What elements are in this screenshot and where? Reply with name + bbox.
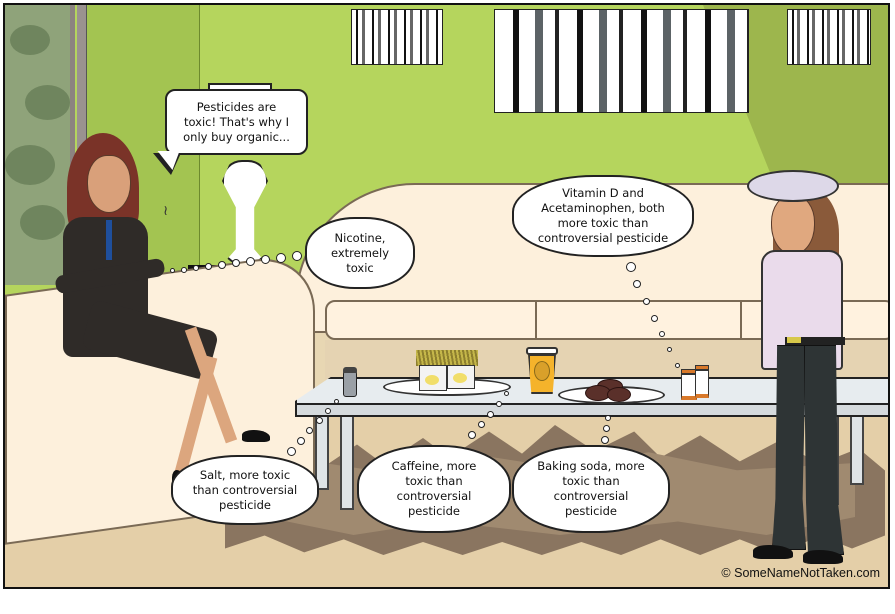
thought-dot [316,417,323,424]
thought-dot [504,391,509,396]
thought-dot [205,263,212,270]
speech-bubble-text: Pesticides are toxic! That's why I only … [183,99,290,144]
thought-dot [218,261,226,269]
pill-bottle [695,370,709,398]
wall-art-right [787,9,871,65]
thought-dot [601,436,609,444]
coffee-cup-logo [534,361,550,381]
thought-dot [626,262,636,272]
thought-dot [292,251,302,261]
lemon-logo [453,373,467,383]
thought-dot [261,255,270,264]
coffee-cup-lid [526,347,558,355]
table-leg [850,410,864,485]
thought-dot [651,315,658,322]
thought-bubble-nicotine: Nicotine, extremely toxic [305,217,415,289]
thought-bubble-salt: Salt, more toxic than controversial pest… [171,455,319,525]
thought-dot [487,411,494,418]
smoke-icon: ≀ [163,203,169,219]
cushion-divider [535,300,537,340]
thought-dot [276,253,286,263]
wall-art-center [494,9,749,113]
thought-dot [325,408,331,414]
thought-dot [659,331,665,337]
thought-dot [478,421,485,428]
thought-dot [232,259,240,267]
thought-text-caffeine: Caffeine, more toxic than controversial … [391,459,477,518]
thought-dot [603,425,610,432]
cushion-divider [740,300,742,340]
thought-dot [675,363,680,368]
thought-dot [643,298,650,305]
salt-shaker [343,371,357,397]
thought-dot [170,268,175,273]
thought-dot [468,431,476,439]
thought-dot [246,257,255,266]
thought-dot [181,267,187,273]
wall-art-left [351,9,443,65]
table-leg [340,410,354,510]
thought-text-vitamin-d: Vitamin D and Acetaminophen, both more t… [537,186,669,245]
fries [416,350,478,366]
thought-dot [287,447,296,456]
thought-dot [193,265,199,271]
comic-panel: ≀ Pesticides are toxic! That's why I onl… [3,3,890,589]
thought-text-baking-soda: Baking soda, more toxic than controversi… [537,459,645,518]
thought-dot [306,427,313,434]
thought-dot [334,399,339,404]
pill-bottle-cap [695,365,709,370]
speech-bubble: Pesticides are toxic! That's why I only … [165,89,308,155]
coffee-table-edge [295,403,888,417]
salt-shaker-cap [343,367,357,373]
thought-dot [667,347,672,352]
thought-text-nicotine: Nicotine, extremely toxic [330,230,390,275]
lemon-logo [425,375,439,385]
thought-bubble-vitamin-d: Vitamin D and Acetaminophen, both more t… [512,175,694,257]
thought-dot [496,401,502,407]
thought-bubble-caffeine: Caffeine, more toxic than controversial … [357,445,511,533]
thought-bubble-baking-soda: Baking soda, more toxic than controversi… [512,445,670,533]
cookie [607,387,631,402]
copyright-text: © SomeNameNotTaken.com [721,566,880,580]
thought-dot [605,415,611,421]
thought-text-salt: Salt, more toxic than controversial pest… [192,467,298,512]
thought-dot [297,437,305,445]
thought-dot [633,280,641,288]
window [5,5,75,285]
